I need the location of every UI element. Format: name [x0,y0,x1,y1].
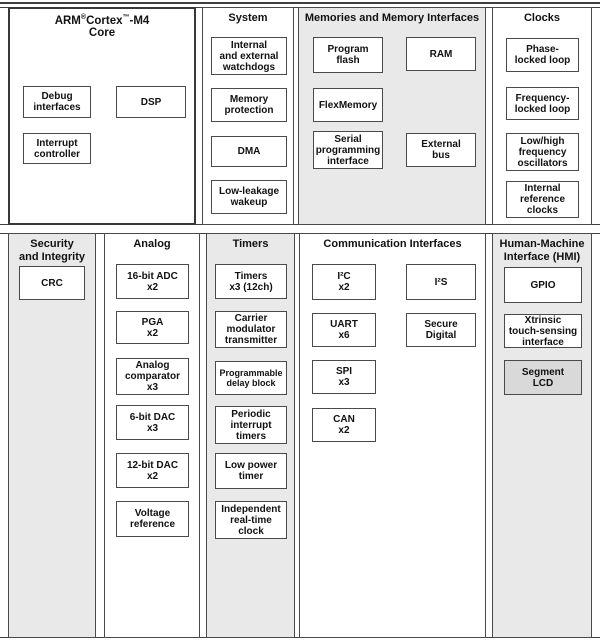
block-low-power-timer: Low power timer [215,453,287,489]
section-communication-header: Communication Interfaces [323,238,462,250]
block-ram: RAM [406,37,476,71]
block-external-bus: External bus [406,133,476,167]
block-frequency-locked-loop: Frequency- locked loop [506,87,579,120]
block-16bit-adc: 16-bit ADC x2 [116,264,189,299]
block-xtrinsic-touch-sensing: Xtrinsic touch-sensing interface [504,314,582,348]
section-hmi-header: Human-Machine Interface (HMI) [499,238,585,263]
top-rule-divider [0,2,600,4]
trademark-mark: ™ [122,14,130,22]
block-uart: UART x6 [312,313,376,347]
block-interrupt-controller: Interrupt controller [23,133,91,164]
block-periodic-interrupt-timers: Periodic interrupt timers [215,406,287,444]
section-timers-header: Timers [232,238,269,250]
block-internal-external-watchdogs: Internal and external watchdogs [211,37,287,75]
section-system-header: System [228,12,268,24]
block-low-leakage-wakeup: Low-leakage wakeup [211,180,287,214]
block-voltage-reference: Voltage reference [116,501,189,537]
section-communication: Communication Interfaces I²C x2 UART x6 … [299,233,486,638]
block-carrier-modulator-transmitter: Carrier modulator transmitter [215,311,287,348]
block-gpio: GPIO [504,267,582,303]
section-clocks-header: Clocks [523,12,561,24]
section-analog: Analog 16-bit ADC x2 PGA x2 Analog compa… [104,233,200,638]
block-programmable-delay-block: Programmable delay block [215,361,287,395]
block-pga: PGA x2 [116,311,189,344]
block-i2s: I²S [406,264,476,300]
registered-mark: ® [80,14,87,22]
block-internal-reference-clocks: Internal reference clocks [506,181,579,218]
core-title-line2: Core [88,27,116,39]
block-dsp: DSP [116,86,186,118]
core-title-cortex: Cortex [86,15,123,27]
block-phase-locked-loop: Phase- locked loop [506,38,579,72]
block-debug-interfaces: Debug interfaces [23,86,91,118]
block-crc: CRC [19,266,85,300]
section-memories: Memories and Memory Interfaces Program f… [298,7,486,225]
core-title-arm: ARM [54,15,81,27]
block-i2c: I²C x2 [312,264,376,300]
block-segment-lcd: Segment LCD [504,360,582,395]
block-dma: DMA [211,136,287,167]
section-timers: Timers Timers x3 (12ch) Carrier modulato… [206,233,295,638]
block-program-flash: Program flash [313,37,383,73]
block-serial-programming-interface: Serial programming interface [313,131,383,169]
section-analog-header: Analog [133,238,171,250]
block-timers: Timers x3 (12ch) [215,264,287,299]
section-hmi: Human-Machine Interface (HMI) GPIO Xtrin… [492,233,592,638]
block-independent-rtc: Independent real-time clock [215,501,287,539]
section-memories-header: Memories and Memory Interfaces [304,12,480,24]
block-analog-comparator: Analog comparator x3 [116,358,189,395]
block-memory-protection: Memory protection [211,88,287,122]
block-spi: SPI x3 [312,360,376,394]
section-security-header: Security and Integrity [18,238,85,263]
block-low-high-frequency-oscillators: Low/high frequency oscillators [506,133,579,171]
core-title-m4: -M4 [129,15,150,27]
block-12bit-dac: 12-bit DAC x2 [116,453,189,488]
block-secure-digital: Secure Digital [406,313,476,347]
block-6bit-dac: 6-bit DAC x3 [116,405,189,440]
section-clocks: Clocks Phase- locked loop Frequency- loc… [492,7,592,225]
block-can: CAN x2 [312,408,376,442]
section-security: Security and Integrity CRC [8,233,96,638]
block-flexmemory: FlexMemory [313,88,383,122]
section-system: System Internal and external watchdogs M… [202,7,294,225]
